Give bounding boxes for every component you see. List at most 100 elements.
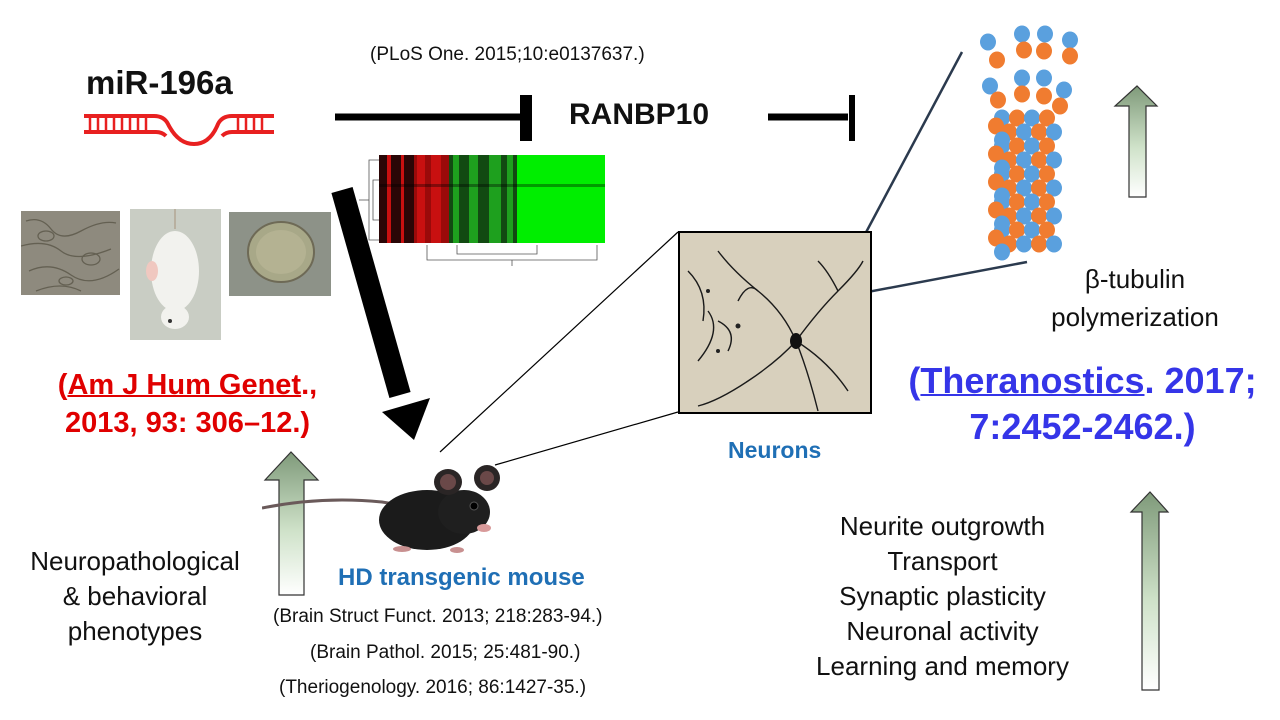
up-arrow-icon bbox=[1129, 491, 1170, 691]
neurons-label: Neurons bbox=[728, 437, 822, 463]
tubulin-bead bbox=[1009, 109, 1025, 127]
tubulin-bead bbox=[1016, 207, 1032, 225]
citation-theriogenology: (Theriogenology. 2016; 86:1427-35.) bbox=[279, 677, 587, 698]
tubulin-bead bbox=[1016, 41, 1032, 59]
tubulin-bead bbox=[1039, 165, 1055, 183]
tubulin-bead bbox=[1046, 151, 1062, 169]
zoom-line-mouse-bottom bbox=[494, 411, 679, 466]
tubulin-bead bbox=[982, 77, 998, 95]
phenotypes-line3: phenotypes bbox=[67, 616, 203, 646]
mouse-photo bbox=[130, 209, 221, 340]
microtubule-icon bbox=[980, 25, 1078, 261]
tubulin-bead bbox=[988, 117, 1004, 135]
tubulin-bead bbox=[1062, 47, 1078, 65]
tubulin-bead bbox=[988, 229, 1004, 247]
function-item: Transport bbox=[887, 546, 998, 576]
tubulin-bead bbox=[1036, 87, 1052, 105]
tubulin-bead bbox=[1036, 69, 1052, 87]
tubulin-bead bbox=[1024, 221, 1040, 239]
heatmap-icon bbox=[359, 155, 605, 266]
tubulin-bead bbox=[1046, 179, 1062, 197]
tubulin-bead bbox=[988, 173, 1004, 191]
tubulin-bead bbox=[1016, 123, 1032, 141]
mouse-label: HD transgenic mouse bbox=[338, 564, 585, 591]
tubulin-bead bbox=[1056, 81, 1072, 99]
reference-theranostics: (Theranostics. 2017; 7:2452-2462.) bbox=[895, 358, 1270, 450]
reference-am-j-hum-genet: (Am J Hum Genet., 2013, 93: 306–12.) bbox=[20, 366, 355, 442]
tubulin-bead bbox=[1036, 42, 1052, 60]
function-list: Neurite outgrowth Transport Synaptic pla… bbox=[790, 509, 1095, 684]
tubulin-bead bbox=[988, 201, 1004, 219]
neuron-image bbox=[678, 231, 872, 414]
tubulin-bead bbox=[1037, 25, 1053, 43]
arrow-to-mouse bbox=[331, 187, 430, 440]
ref-red-journal[interactable]: Am J Hum Genet bbox=[67, 369, 302, 401]
citation-brain-struct: (Brain Struct Funct. 2013; 218:283-94.) bbox=[273, 606, 603, 627]
tubulin-line1: β-tubulin bbox=[1084, 264, 1186, 294]
tubulin-bead bbox=[1046, 235, 1062, 253]
tubulin-bead bbox=[1024, 193, 1040, 211]
cell-culture-image bbox=[21, 211, 120, 295]
tubulin-label: β-tubulin polymerization bbox=[1030, 260, 1240, 336]
function-item: Neuronal activity bbox=[846, 616, 1039, 646]
phenotypes-text: Neuropathological & behavioral phenotype… bbox=[10, 544, 260, 649]
inhibit-arrow-ranbp10-tubulin bbox=[768, 95, 855, 141]
tubulin-bead bbox=[1024, 137, 1040, 155]
ref-blue-journal[interactable]: Theranostics bbox=[920, 360, 1145, 401]
function-item: Learning and memory bbox=[816, 651, 1069, 681]
inhibit-arrow-mirna-ranbp10 bbox=[335, 95, 532, 141]
ref-red-open: ( bbox=[57, 369, 68, 401]
tubulin-bead bbox=[990, 91, 1006, 109]
tubulin-bead bbox=[1039, 221, 1055, 239]
tubulin-bead bbox=[1016, 235, 1032, 253]
tubulin-bead bbox=[980, 33, 996, 51]
function-item: Neurite outgrowth bbox=[839, 511, 1046, 541]
tubulin-bead bbox=[1009, 193, 1025, 211]
tubulin-bead bbox=[1031, 179, 1047, 197]
tubulin-bead bbox=[1024, 109, 1040, 127]
ref-blue-line2: 7:2452-2462.) bbox=[969, 406, 1196, 447]
tubulin-bead bbox=[988, 145, 1004, 163]
tubulin-bead bbox=[1039, 193, 1055, 211]
tubulin-bead bbox=[1016, 179, 1032, 197]
up-arrow-icon bbox=[263, 451, 320, 596]
tubulin-bead bbox=[1031, 235, 1047, 253]
citation-brain-pathol: (Brain Pathol. 2015; 25:481-90.) bbox=[310, 642, 581, 663]
tubulin-bead bbox=[1031, 207, 1047, 225]
tubulin-bead bbox=[1031, 123, 1047, 141]
mirna-hairpin-icon bbox=[84, 114, 274, 147]
tubulin-bead bbox=[1009, 137, 1025, 155]
tubulin-bead bbox=[1039, 137, 1055, 155]
tubulin-bead bbox=[1062, 31, 1078, 49]
tubulin-bead bbox=[1046, 123, 1062, 141]
tubulin-bead bbox=[994, 243, 1010, 261]
ref-blue-rest: . 2017; bbox=[1144, 360, 1257, 401]
tubulin-bead bbox=[1016, 151, 1032, 169]
tubulin-bead bbox=[1031, 151, 1047, 169]
tubulin-bead bbox=[1046, 207, 1062, 225]
tubulin-bead bbox=[1009, 221, 1025, 239]
tubulin-line2: polymerization bbox=[1051, 302, 1219, 332]
tubulin-bead bbox=[1052, 97, 1068, 115]
tubulin-bead bbox=[989, 51, 1005, 69]
tubulin-bead bbox=[1009, 165, 1025, 183]
tubulin-bead bbox=[1014, 69, 1030, 87]
ref-blue-open: ( bbox=[908, 360, 921, 401]
zoom-line-mouse-top bbox=[439, 231, 679, 453]
citation-plos: (PLoS One. 2015;10:e0137637.) bbox=[370, 44, 645, 65]
up-arrow-icon bbox=[1113, 85, 1159, 198]
tubulin-bead bbox=[1039, 109, 1055, 127]
ref-red-rest: ., bbox=[301, 369, 318, 401]
phenotypes-line2: & behavioral bbox=[62, 581, 208, 611]
tubulin-bead bbox=[1014, 85, 1030, 103]
mirna-label: miR-196a bbox=[86, 64, 233, 101]
phenotypes-line1: Neuropathological bbox=[30, 546, 240, 576]
target-label: RANBP10 bbox=[569, 98, 710, 131]
mouse-icon bbox=[262, 465, 500, 553]
tubulin-bead bbox=[1014, 25, 1030, 43]
embryo-image bbox=[229, 212, 331, 296]
ref-red-line2: 2013, 93: 306–12.) bbox=[64, 407, 311, 439]
function-item: Synaptic plasticity bbox=[839, 581, 1046, 611]
tubulin-bead bbox=[1024, 165, 1040, 183]
